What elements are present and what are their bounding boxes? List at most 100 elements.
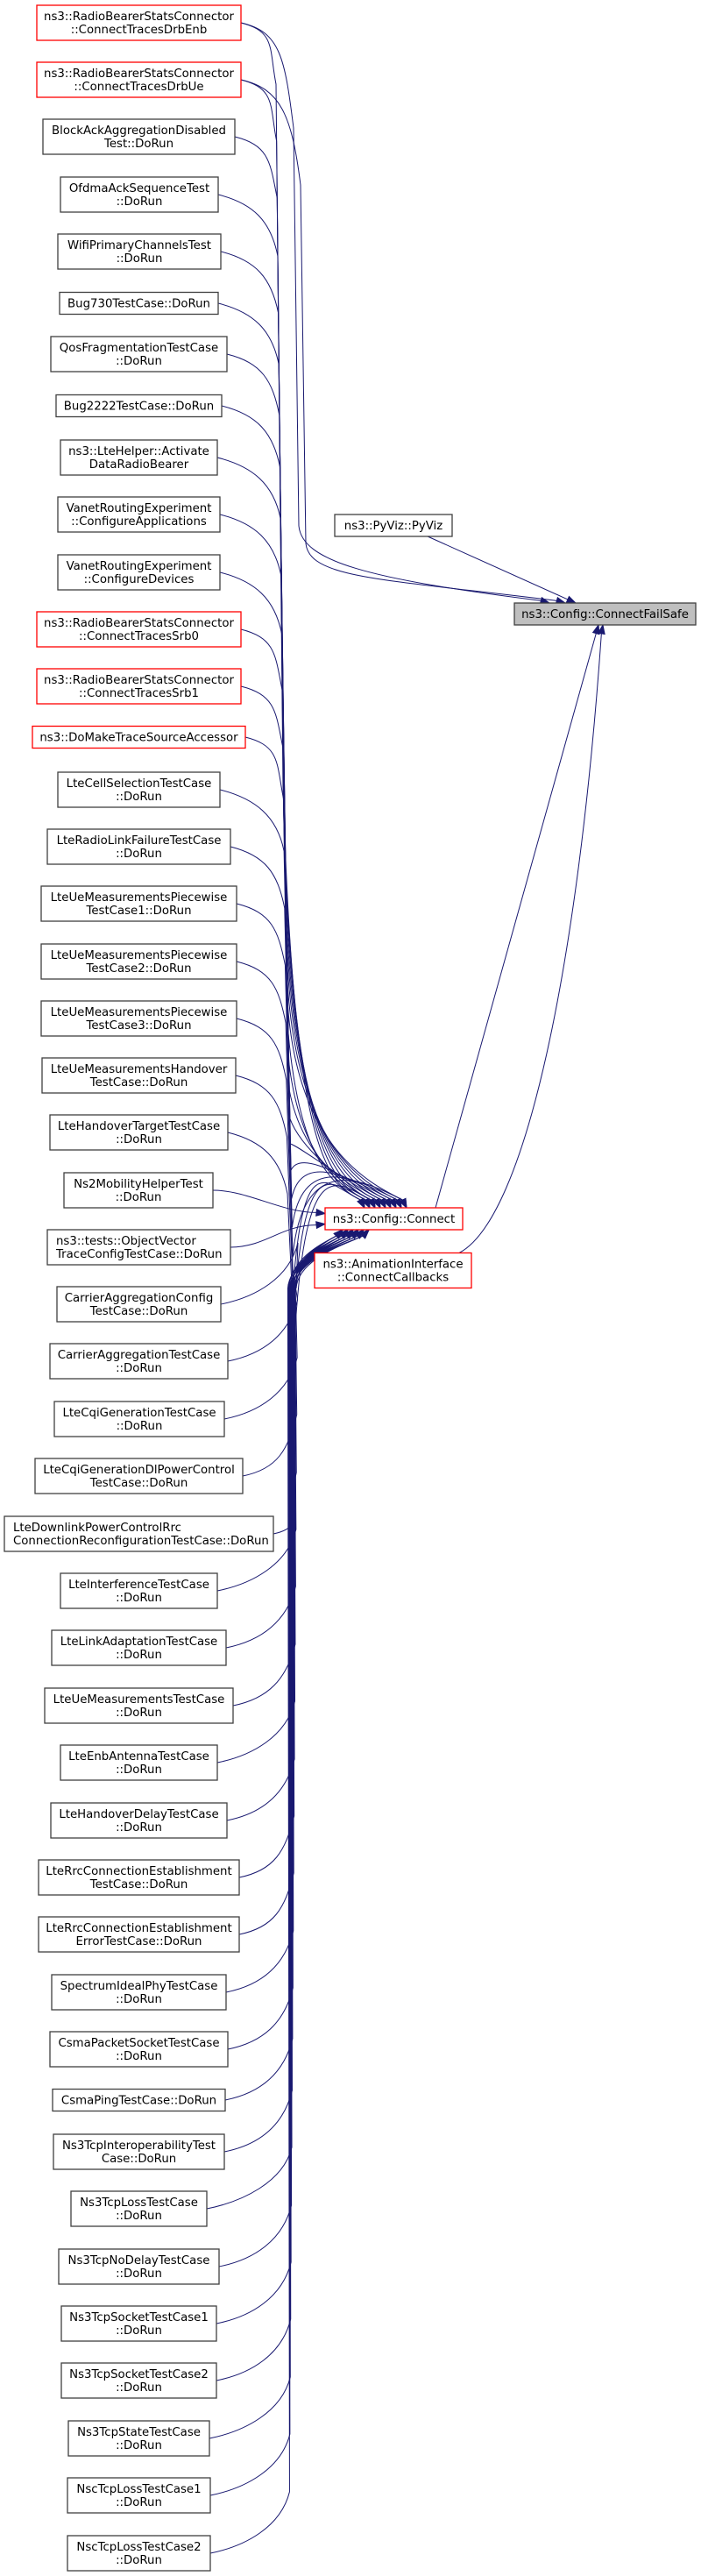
caller-node[interactable]: LteRadioLinkFailureTestCase::DoRun	[46, 828, 231, 865]
caller-node[interactable]: LteEnbAntennaTestCase::DoRun	[60, 1744, 218, 1781]
node-box[interactable]	[70, 2190, 208, 2227]
node-box[interactable]	[58, 2248, 220, 2285]
caller-node[interactable]: SpectrumIdealPhyTestCase::DoRun	[51, 1974, 227, 2011]
node-box[interactable]	[41, 1057, 237, 1094]
node-box[interactable]	[57, 554, 221, 591]
node-box[interactable]	[334, 514, 453, 537]
node-box[interactable]	[324, 1207, 464, 1231]
caller-node[interactable]: ns3::RadioBearerStatsConnector::ConnectT…	[36, 668, 242, 705]
node-box[interactable]	[57, 496, 221, 533]
node-box[interactable]	[46, 828, 231, 865]
node-box[interactable]	[49, 1114, 229, 1151]
node-box[interactable]	[63, 1172, 214, 1209]
caller-node[interactable]: WifiPrimaryChannelsTest::DoRun	[57, 233, 222, 270]
caller-node[interactable]: CsmaPingTestCase::DoRun	[52, 2088, 226, 2112]
node-box[interactable]	[67, 2420, 210, 2457]
node-box[interactable]	[55, 394, 223, 418]
node-box[interactable]	[60, 439, 218, 476]
node-box[interactable]	[60, 2305, 217, 2342]
caller-node[interactable]: LteHandoverTargetTestCase::DoRun	[49, 1114, 229, 1151]
caller-node[interactable]: NscTcpLossTestCase2::DoRun	[67, 2535, 211, 2572]
caller-node[interactable]: Bug2222TestCase::DoRun	[55, 394, 223, 418]
caller-node[interactable]: ns3::RadioBearerStatsConnector::ConnectT…	[36, 61, 242, 98]
node-box[interactable]	[60, 2362, 217, 2399]
caller-node[interactable]: LteCqiGenerationDlPowerControlTestCase::…	[34, 1458, 244, 1494]
node-box[interactable]	[57, 233, 222, 270]
caller-node[interactable]: ns3::tests::ObjectVectorTraceConfigTestC…	[46, 1229, 231, 1266]
node-box[interactable]	[60, 176, 219, 213]
caller-node[interactable]: ns3::DoMakeTraceSourceAccessor	[32, 725, 246, 749]
node-box[interactable]	[36, 4, 242, 41]
node-box[interactable]	[36, 611, 242, 648]
node-box[interactable]	[49, 1343, 229, 1380]
caller-node[interactable]: OfdmaAckSequenceTest::DoRun	[60, 176, 219, 213]
node-box[interactable]	[50, 336, 228, 373]
node-connect-fail-safe[interactable]: ns3::Config::ConnectFailSafe	[513, 602, 697, 626]
node-config-connect[interactable]: ns3::Config::Connect	[324, 1207, 464, 1231]
node-box[interactable]	[51, 1974, 227, 2011]
node-box[interactable]	[42, 118, 236, 155]
caller-node[interactable]: LteCellSelectionTestCase::DoRun	[57, 771, 221, 808]
caller-node[interactable]: LteUeMeasurementsPiecewiseTestCase2::DoR…	[40, 943, 237, 980]
caller-node[interactable]: CsmaPacketSocketTestCase::DoRun	[49, 2031, 229, 2068]
caller-node[interactable]: ns3::RadioBearerStatsConnector::ConnectT…	[36, 611, 242, 648]
node-box[interactable]	[56, 1286, 222, 1323]
caller-node[interactable]: LteDownlinkPowerControlRrcConnectionReco…	[4, 1515, 274, 1552]
caller-node[interactable]: Bug730TestCase::DoRun	[59, 291, 219, 316]
node-box[interactable]	[40, 943, 237, 980]
caller-node[interactable]: LteCqiGenerationTestCase::DoRun	[53, 1401, 225, 1437]
caller-node[interactable]: QosFragmentationTestCase::DoRun	[50, 336, 228, 373]
node-box[interactable]	[38, 1916, 240, 1953]
caller-node[interactable]: ns3::RadioBearerStatsConnector::ConnectT…	[36, 4, 242, 41]
node-box[interactable]	[46, 1229, 231, 1266]
node-box[interactable]	[36, 61, 242, 98]
caller-node[interactable]: LteUeMeasurementsPiecewiseTestCase3::DoR…	[40, 1000, 237, 1037]
node-box[interactable]	[67, 2477, 211, 2514]
caller-node[interactable]: LteInterferenceTestCase::DoRun	[60, 1572, 218, 1609]
node-box[interactable]	[57, 771, 221, 808]
caller-node[interactable]: Ns2MobilityHelperTest::DoRun	[63, 1172, 214, 1209]
caller-node[interactable]: LteUeMeasurementsTestCase::DoRun	[44, 1687, 234, 1724]
node-box[interactable]	[50, 1802, 228, 1839]
caller-node[interactable]: Ns3TcpSocketTestCase2::DoRun	[60, 2362, 217, 2399]
caller-node[interactable]: Ns3TcpStateTestCase::DoRun	[67, 2420, 210, 2457]
node-box[interactable]	[52, 2088, 226, 2112]
node-box[interactable]	[59, 291, 219, 316]
node-box[interactable]	[67, 2535, 211, 2572]
node-box[interactable]	[4, 1515, 274, 1552]
node-box[interactable]	[60, 1572, 218, 1609]
node-box[interactable]	[53, 1401, 225, 1437]
node-box[interactable]	[36, 668, 242, 705]
node-pyviz[interactable]: ns3::PyViz::PyViz	[334, 514, 453, 537]
node-box[interactable]	[513, 602, 697, 626]
caller-node[interactable]: Ns3TcpNoDelayTestCase::DoRun	[58, 2248, 220, 2285]
caller-node[interactable]: LteRrcConnectionEstablishmentErrorTestCa…	[38, 1916, 240, 1953]
node-box[interactable]	[53, 2133, 225, 2170]
node-box[interactable]	[49, 2031, 229, 2068]
node-box[interactable]	[40, 885, 237, 922]
node-box[interactable]	[40, 1000, 237, 1037]
node-box[interactable]	[51, 1629, 227, 1666]
node-box[interactable]	[34, 1458, 244, 1494]
caller-node[interactable]: LteHandoverDelayTestCase::DoRun	[50, 1802, 228, 1839]
node-box[interactable]	[44, 1687, 234, 1724]
caller-node[interactable]: VanetRoutingExperiment::ConfigureApplica…	[57, 496, 221, 533]
caller-node[interactable]: Ns3TcpLossTestCase::DoRun	[70, 2190, 208, 2227]
node-box[interactable]	[314, 1252, 472, 1289]
caller-node[interactable]: LteLinkAdaptationTestCase::DoRun	[51, 1629, 227, 1666]
node-animation-interface-connect-callbacks[interactable]: ns3::AnimationInterface::ConnectCallback…	[314, 1252, 472, 1289]
caller-node[interactable]: NscTcpLossTestCase1::DoRun	[67, 2477, 211, 2514]
caller-node[interactable]: LteUeMeasurementsPiecewiseTestCase1::DoR…	[40, 885, 237, 922]
node-box[interactable]	[32, 725, 246, 749]
caller-node[interactable]: LteRrcConnectionEstablishmentTestCase::D…	[38, 1859, 240, 1896]
node-box[interactable]	[60, 1744, 218, 1781]
node-box[interactable]	[38, 1859, 240, 1896]
caller-node[interactable]: CarrierAggregationTestCase::DoRun	[49, 1343, 229, 1380]
caller-node[interactable]: VanetRoutingExperiment::ConfigureDevices	[57, 554, 221, 591]
caller-node[interactable]: Ns3TcpSocketTestCase1::DoRun	[60, 2305, 217, 2342]
